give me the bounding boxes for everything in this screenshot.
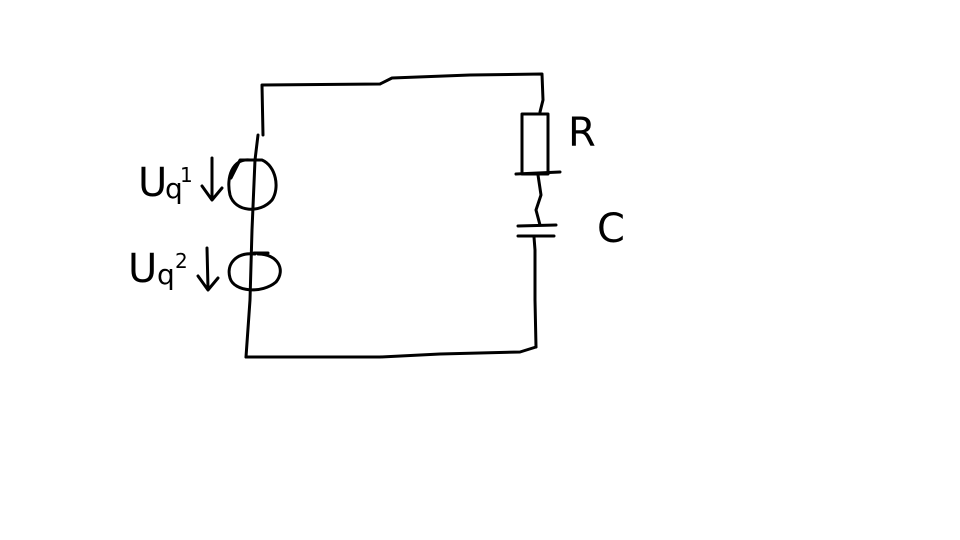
arrow-down-icon [196,246,220,292]
wire-right-lower [532,235,538,349]
wire-top [260,72,545,137]
svg-text:q: q [165,172,183,205]
source-1-label: U q 1 [138,160,193,206]
svg-text:q: q [157,258,175,291]
svg-text:U: U [138,160,167,206]
capacitor [516,223,558,238]
voltage-source-1 [227,158,278,211]
capacitor-label: C [597,206,625,252]
source-2-label: U q 2 [128,246,188,292]
wire-left [244,133,260,359]
svg-text:U: U [128,246,157,292]
resistor-label: R [568,110,596,156]
svg-text:1: 1 [180,163,193,187]
wire-bottom [244,345,538,359]
voltage-source-2 [227,251,282,292]
arrow-down-icon [200,156,224,202]
svg-text:2: 2 [175,249,188,273]
resistor [514,112,562,227]
